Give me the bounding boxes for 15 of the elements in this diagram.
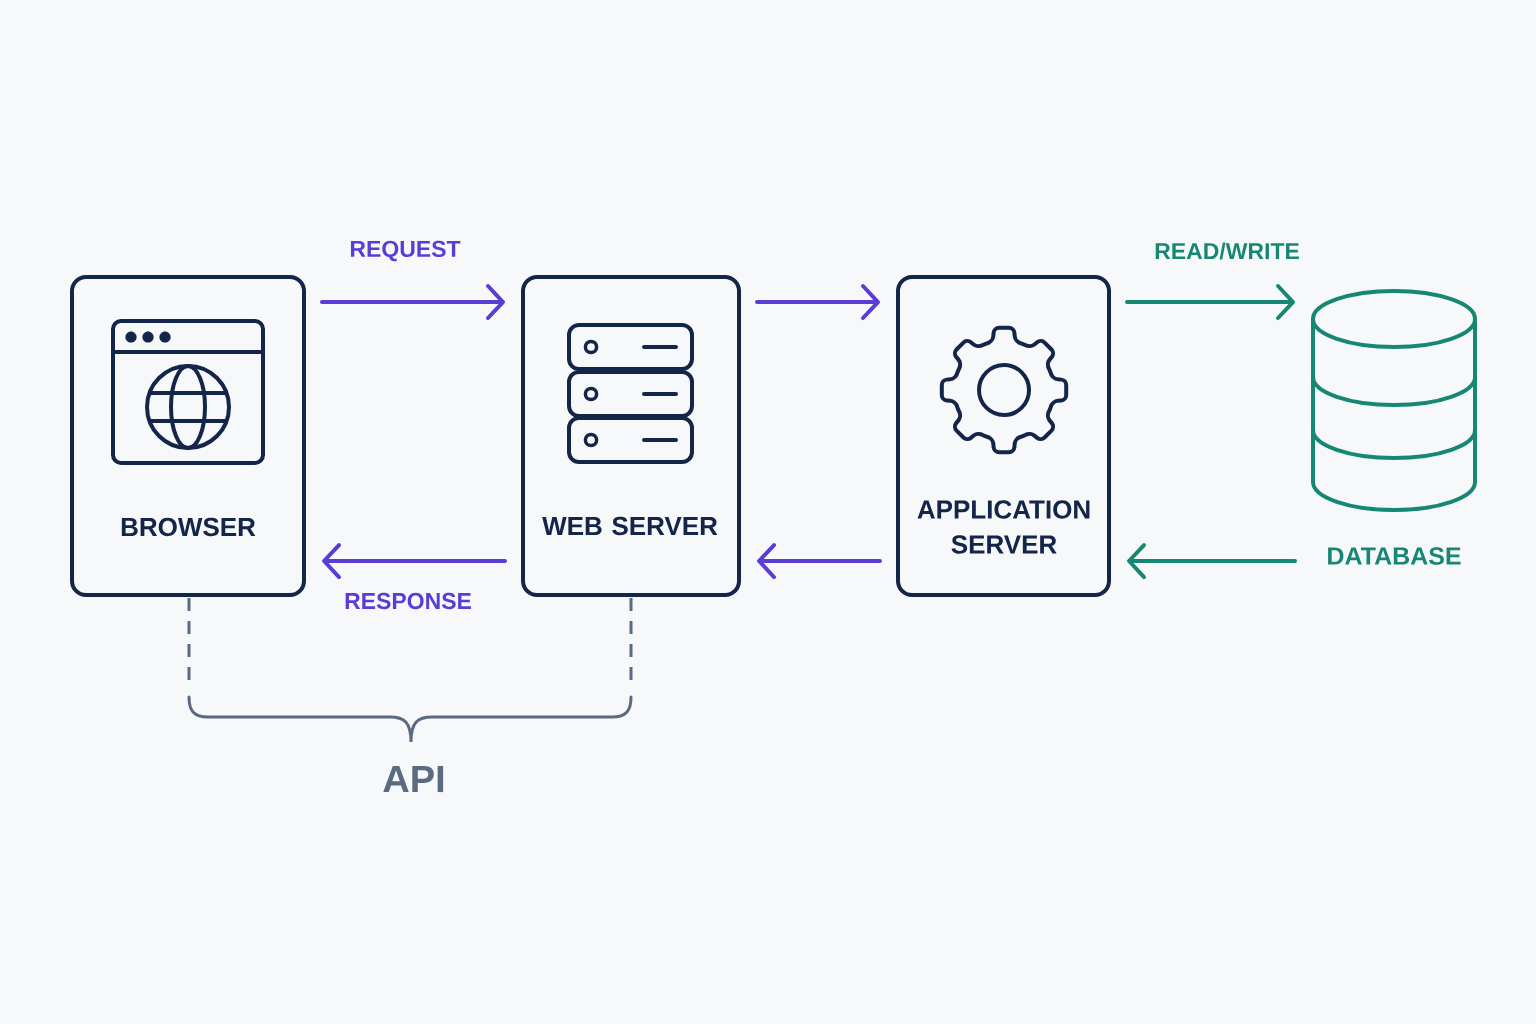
arrow	[1127, 543, 1297, 579]
node-label: DATABASE	[1328, 547, 1461, 565]
component-box: APPLICATION SERVER	[896, 275, 1111, 597]
arrow	[320, 284, 505, 320]
edge-label: RESPONSE	[340, 588, 476, 614]
database-cylinder: DATABASE	[1311, 289, 1477, 565]
edge-label: REQUEST	[345, 236, 465, 266]
component-box: BROWSER	[70, 275, 306, 597]
arrow	[755, 284, 880, 320]
edge-label: READ/WRITE	[1150, 238, 1304, 264]
arrow	[757, 543, 882, 579]
component-box: WEB SERVER	[521, 275, 741, 597]
arrow	[1125, 284, 1295, 320]
arrow	[322, 543, 507, 579]
bracket-label: API	[383, 765, 444, 793]
